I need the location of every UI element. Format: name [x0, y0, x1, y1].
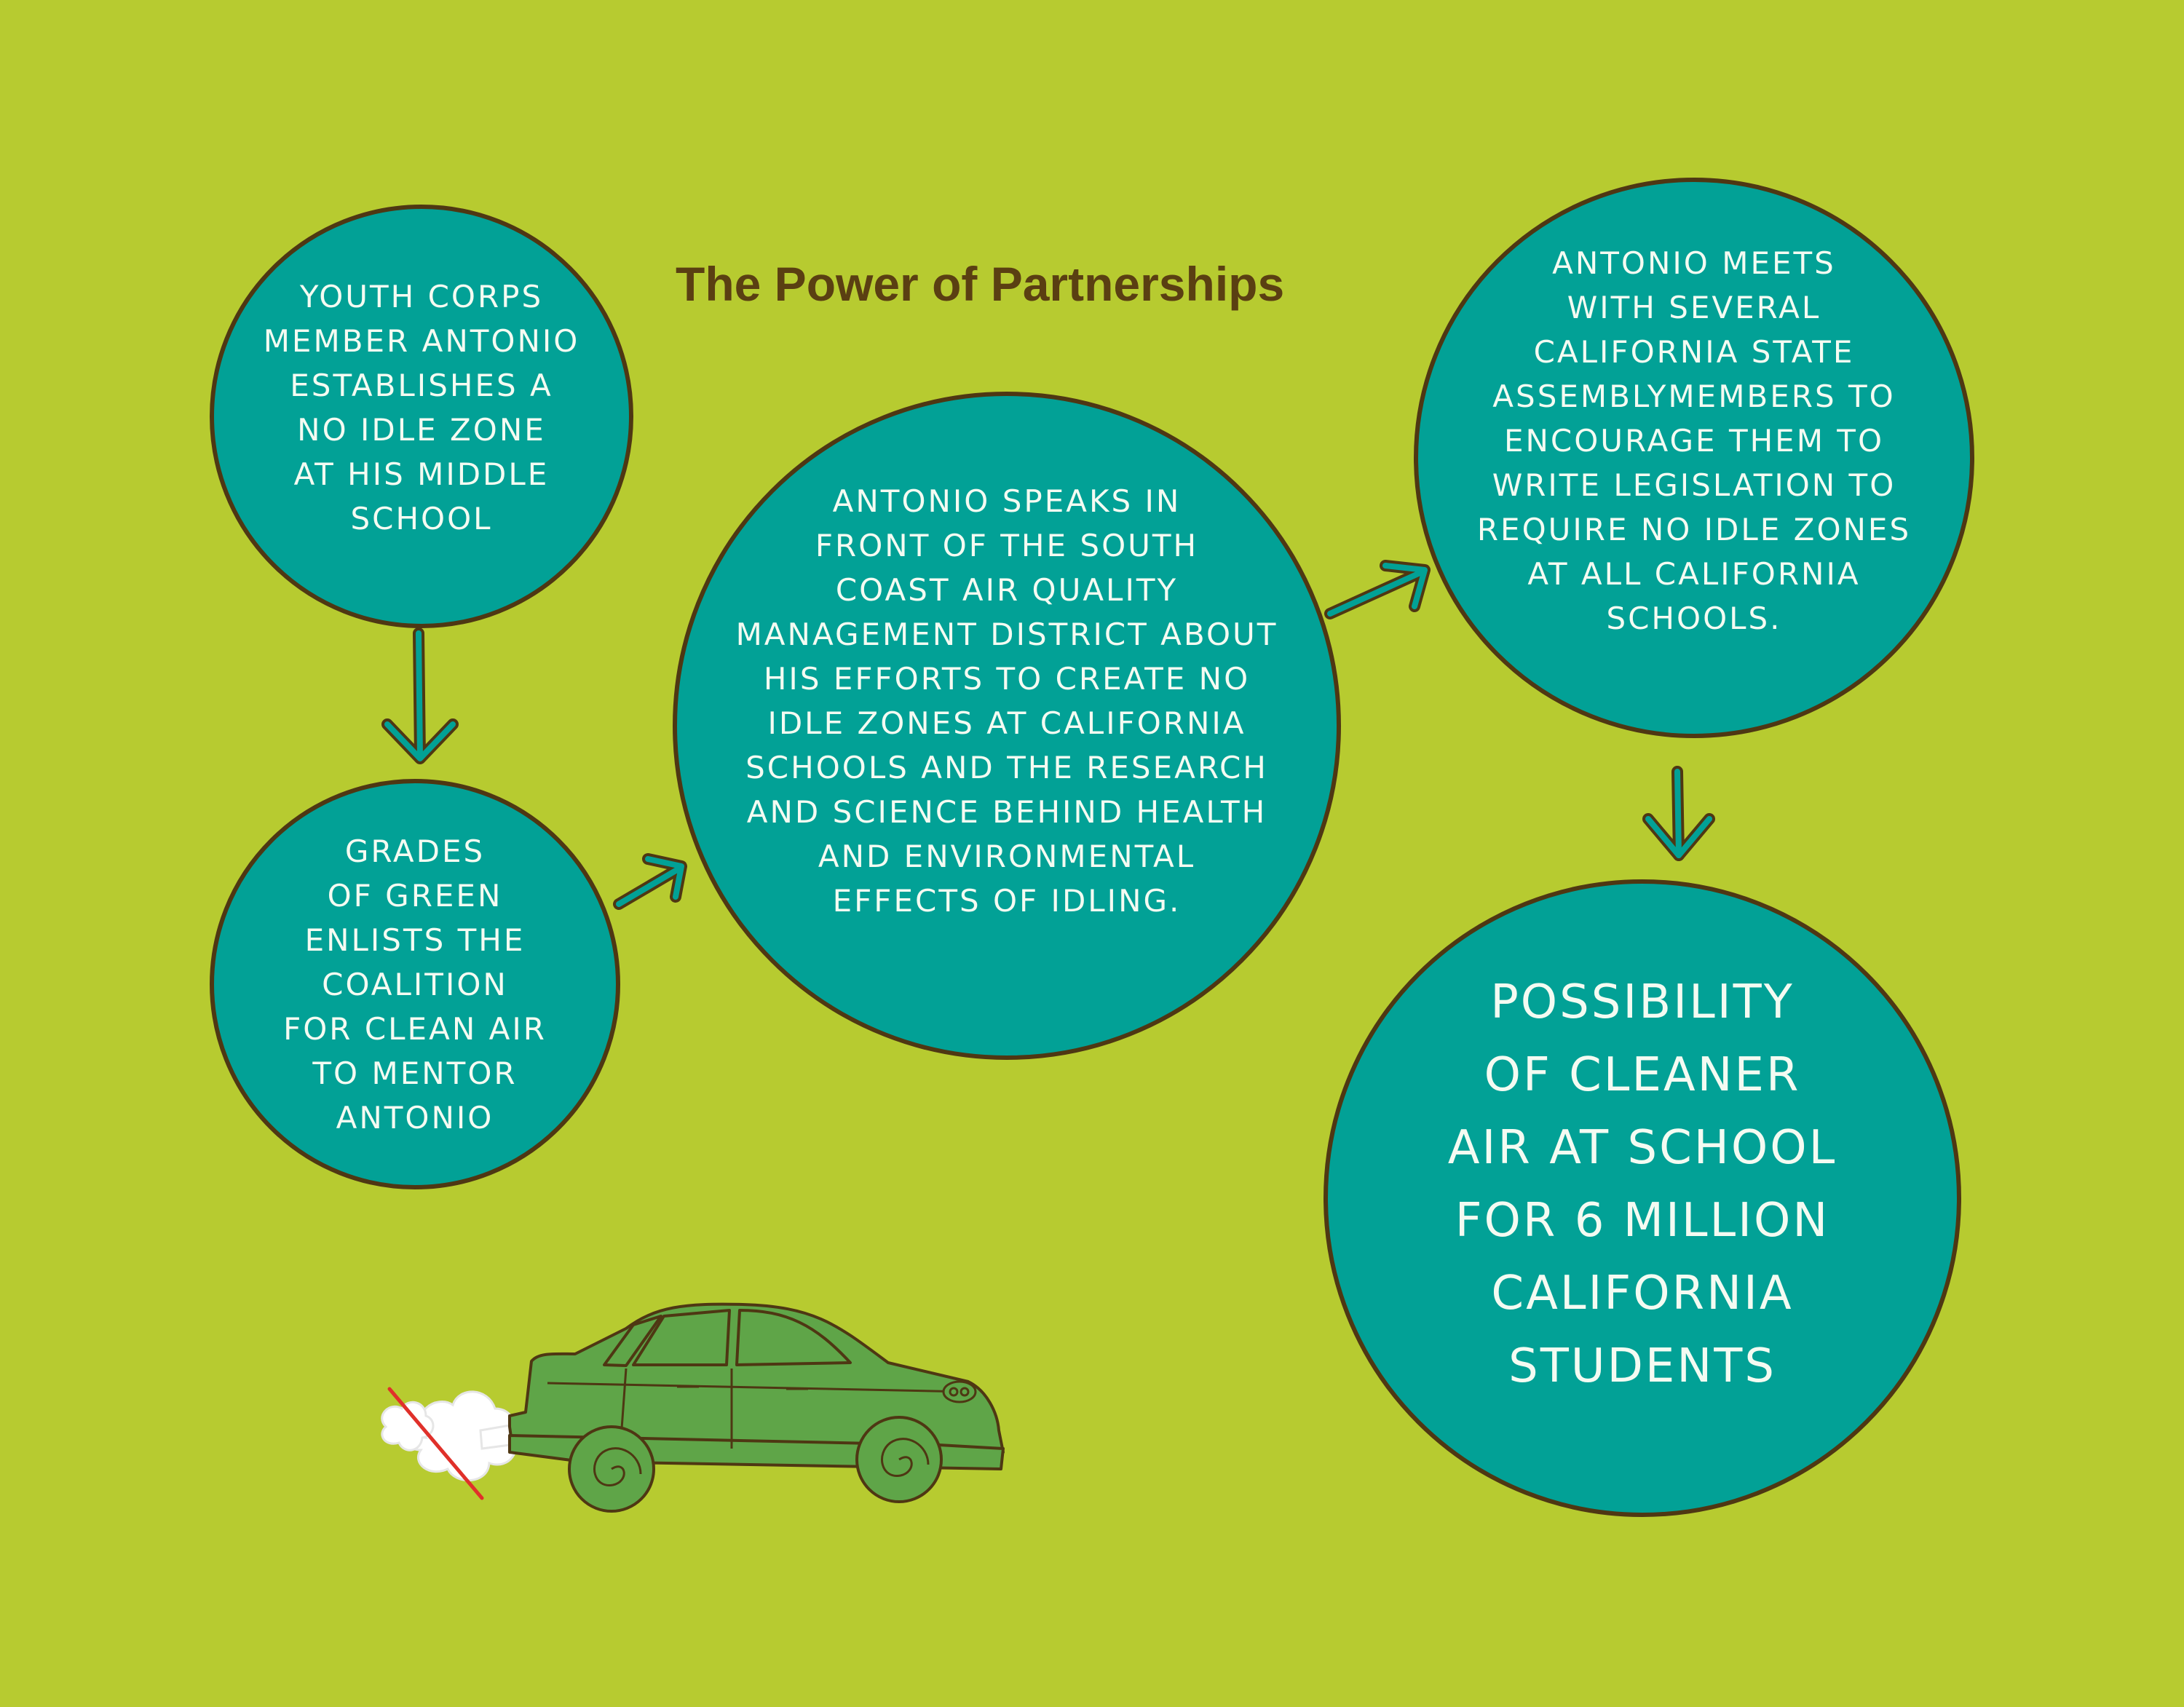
wheel-icon — [568, 1425, 655, 1513]
step-circle-speaks-district: Antonio speaks in front of the South Coa… — [673, 392, 1341, 1060]
step-circle-meets-assembly: Antonio meets with several California st… — [1414, 178, 1974, 738]
arrow-right-up-icon — [613, 853, 687, 910]
arrow-right-up-icon — [1324, 560, 1431, 619]
no-idle-slash-icon — [387, 1387, 484, 1500]
arrow-down-icon — [1642, 766, 1715, 861]
outcome-text: Possibility of cleaner air at school for… — [1447, 975, 1837, 1393]
outcome-circle: Possibility of cleaner air at school for… — [1324, 879, 1961, 1517]
step-text: Youth Corps member Antonio establishes a… — [263, 279, 580, 536]
step-text: Grades of Green enlists the coalition fo… — [283, 833, 547, 1136]
step-circle-enlist-coalition: Grades of Green enlists the coalition fo… — [210, 779, 620, 1189]
wheel-icon — [855, 1416, 943, 1503]
exhaust-cloud-icon — [381, 1390, 517, 1481]
arrow-down-icon — [381, 627, 459, 764]
headlight-icon — [942, 1380, 977, 1403]
step-text: Antonio meets with several California st… — [1476, 245, 1912, 636]
page-title: The Power of Partnerships — [676, 257, 1285, 311]
step-circle-establish-zone: Youth Corps member Antonio establishes a… — [210, 205, 633, 628]
step-text: Antonio speaks in front of the South Coa… — [735, 483, 1278, 919]
car-windows — [603, 1309, 852, 1367]
